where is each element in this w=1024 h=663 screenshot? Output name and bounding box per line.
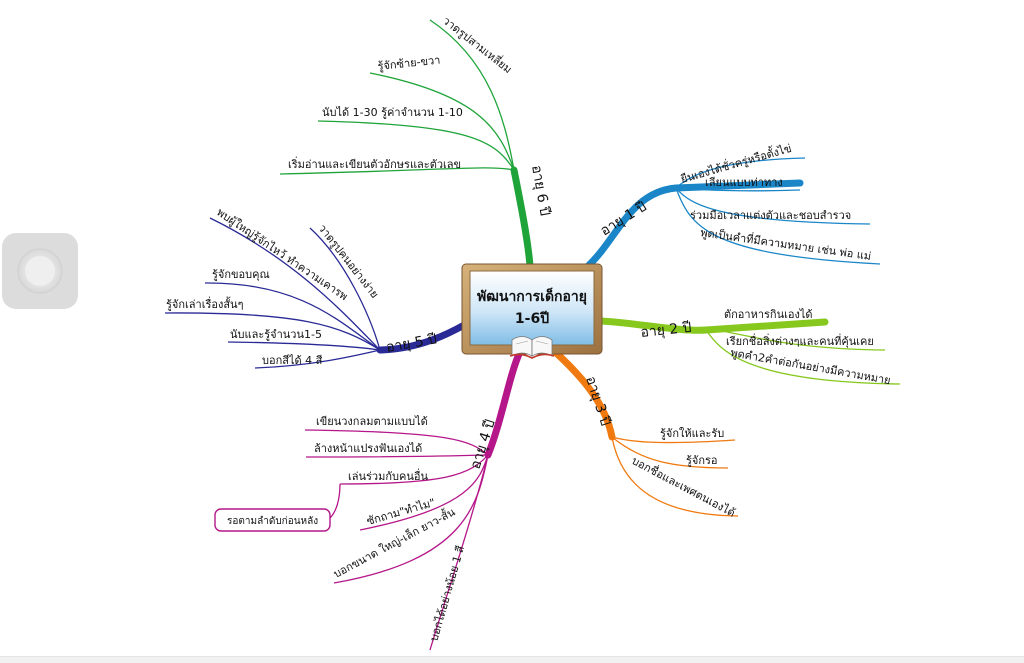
leaf-age5-3: รู้จักขอบคุณ [212,268,270,281]
central-topic[interactable]: พัฒนาการเด็กอายุ 1-6ปี [461,263,603,359]
leaf-age1-3: ร่วมมือเวลาแต่งตัวและชอบสำรวจ [690,209,851,222]
leaf-age4-6: บอกได้อย่างน้อย 1 สี [427,544,467,643]
central-topic-line1: พัฒนาการเด็กอายุ [477,287,587,305]
callout-text: รอตามลำดับก่อนหลัง [227,516,318,527]
branch-label-age6: อายุ 6 ปี [528,164,553,217]
branch-age5[interactable]: อายุ 5 ปี วาดรูปคนอย่างง่าย พบผู้ใหญ่รู้… [164,206,470,369]
leaf-age4-2: ล้างหน้าแปรงฟันเองได้ [314,442,422,455]
leaf-age5-6: บอกสีได้ 4 สี [262,354,323,367]
bottom-divider [0,656,1024,663]
leaf-age5-4: รู้จักเล่าเรื่องสั้นๆ [166,296,244,311]
leaf-age6-4: เริ่มอ่านและเขียนตัวอักษรและตัวเลข [288,156,461,171]
leaf-age3-1: รู้จักให้และรับ [660,427,724,440]
leaf-age1-4: พูดเป็นคำที่มีความหมาย เช่น พ่อ แม่ [700,224,873,263]
leaf-age5-2: พบผู้ใหญ่รู้จักไหว้ ทำความเคารพ [214,206,350,303]
leaf-age3-2: รู้จักรอ [686,454,718,467]
branch-label-age5: อายุ 5 ปี [385,331,438,356]
branch-age3[interactable]: อายุ 3 ปี รู้จักให้และรับ รู้จักรอ บอกชื… [549,346,738,520]
leaf-age2-3: พูดคำ2คำต่อกันอย่างมีความหมาย [729,346,891,387]
leaf-age2-1: ตักอาหารกินเองได้ [724,308,813,321]
floating-assist-button[interactable] [2,233,78,309]
leaf-age6-2: รู้จักซ้าย-ขวา [377,53,441,73]
leaf-age6-3: นับได้ 1-30 รู้ค่าจำนวน 1-10 [322,106,463,119]
leaf-age1-2: เลียนแบบท่าทาง [705,176,783,189]
open-book-icon [509,336,555,359]
leaf-age4-3: เล่นร่วมกับคนอื่น [348,468,428,483]
branch-label-age3: อายุ 3 ปี [582,374,613,428]
callout-box [214,508,331,532]
branch-age4[interactable]: รอตามลำดับก่อนหลัง อายุ 4 ปี เขียนวงกลมต… [214,348,524,651]
leaf-age5-5: นับและรู้จำนวน1-5 [230,328,322,341]
branch-age2[interactable]: อายุ 2 ปี ตักอาหารกินเองได้ เรียกชื่อสิ่… [596,308,901,387]
branch-label-age1: อายุ 1 ปี [598,199,650,240]
branch-label-age2: อายุ 2 ปี [640,320,693,341]
leaf-age2-2: เรียกชื่อสิ่งต่างๆและคนที่คุ้นเคย [726,333,874,348]
branch-age1[interactable]: อายุ 1 ปี ยืนเองได้ชั่วครู่หรือตั้งไข่ เ… [584,140,881,270]
central-topic-line2: 1-6ปี [515,311,549,327]
leaf-age4-1: เขียนวงกลมตามแบบได้ [316,415,428,428]
